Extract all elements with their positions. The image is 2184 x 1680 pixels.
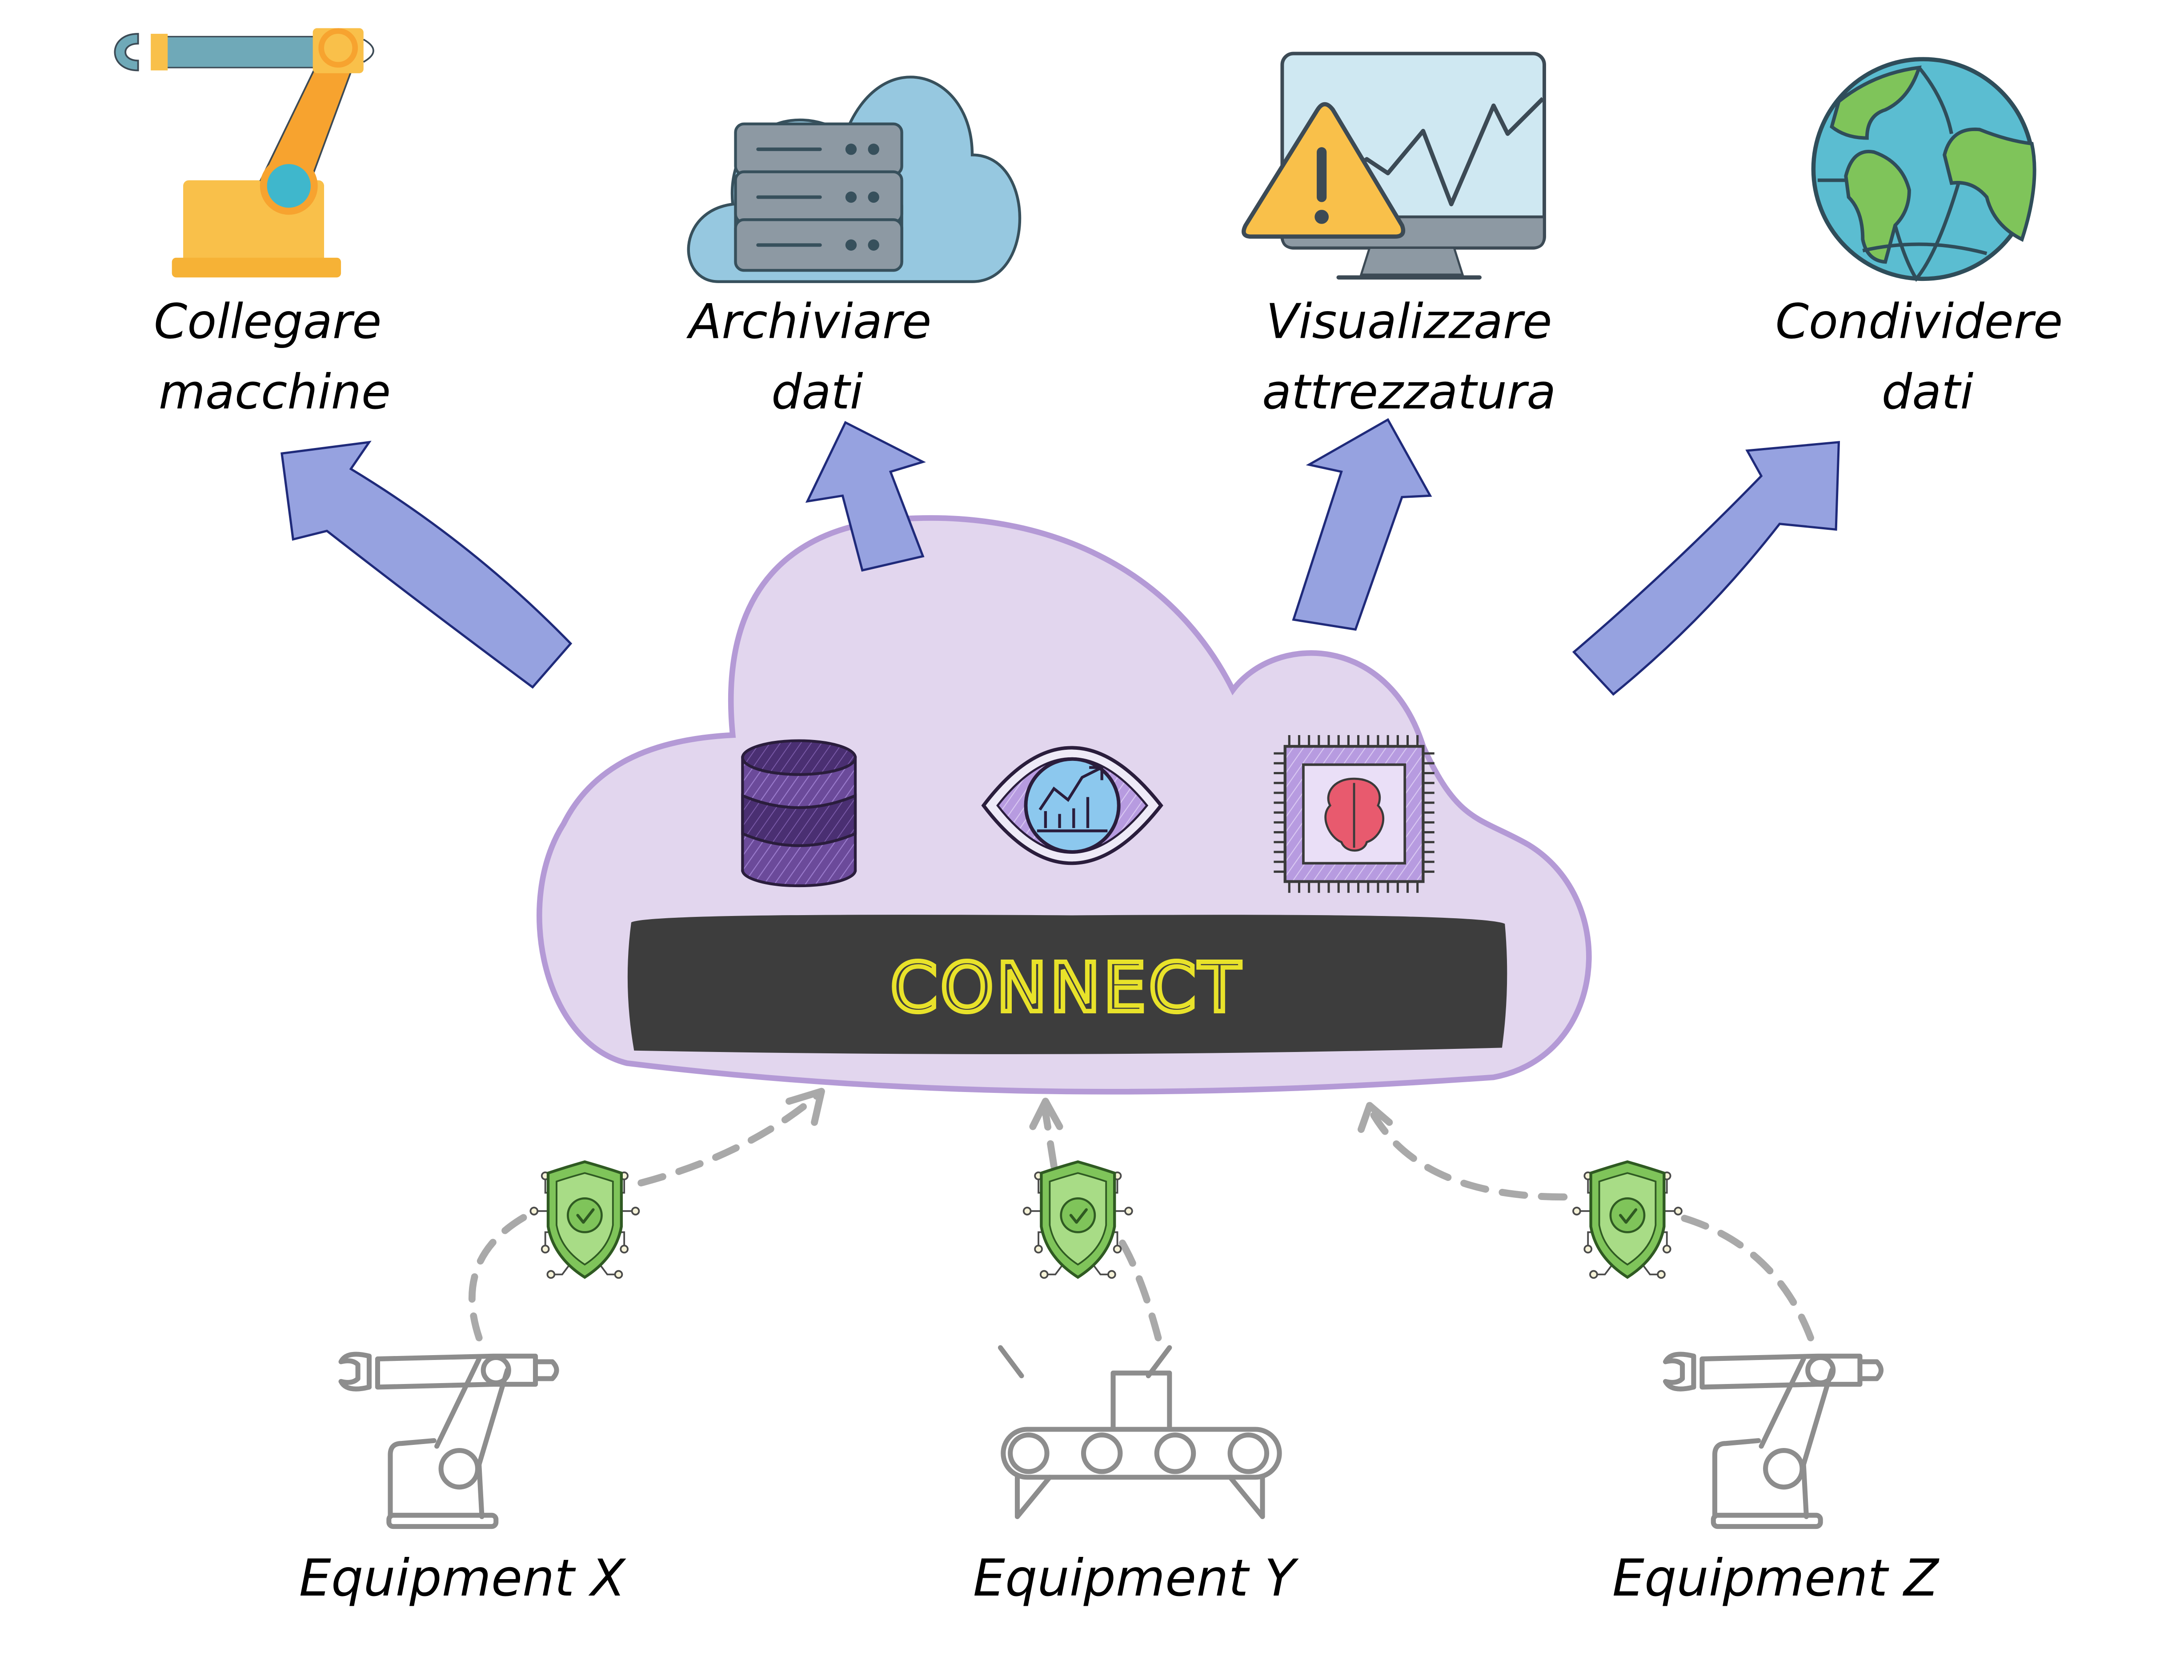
- output-label-line1: Collegare: [154, 294, 381, 349]
- equipment-label: Equipment Y: [973, 1548, 1299, 1608]
- monitor-warning-icon: [1242, 52, 1546, 280]
- flow-arrowhead-y: [1029, 1097, 1063, 1130]
- output-label-line1: Archiviare: [686, 294, 932, 349]
- shield-check-icon: [1573, 1162, 1682, 1278]
- flow-z-to-shield: [1680, 1214, 1814, 1341]
- shield-check-icon: [1024, 1162, 1132, 1278]
- arrow-to-connect-machines: [281, 440, 573, 689]
- output-label-line2: dati: [1882, 364, 1974, 420]
- database-icon: [741, 739, 857, 888]
- equipment-label: Equipment Z: [1612, 1548, 1940, 1608]
- conveyor-belt-icon: [998, 1345, 1282, 1520]
- robot-arm-icon: [114, 28, 374, 278]
- output-label-line2: dati: [771, 364, 863, 420]
- output-label-line2: attrezzatura: [1262, 364, 1556, 420]
- flow-shield-y-to-cloud: [1042, 1109, 1058, 1170]
- arrow-to-share-data: [1572, 441, 1840, 696]
- flow-arrowhead-x: [785, 1088, 825, 1126]
- ai-chip-brain-icon: [1274, 735, 1435, 893]
- arrow-to-archive-data: [805, 421, 926, 572]
- output-label-line1: Visualizzare: [1266, 294, 1552, 349]
- arrow-to-visualize-equipment: [1292, 418, 1432, 631]
- flow-x-to-shield: [468, 1207, 539, 1341]
- connect-platform-bar: CONNECT: [627, 915, 1507, 1054]
- robot-arm-outline-icon: [338, 1352, 559, 1529]
- flow-shield-x-to-cloud: [637, 1092, 821, 1187]
- flow-y-to-shield: [1116, 1236, 1162, 1341]
- flow-shield-z-to-cloud: [1370, 1112, 1568, 1201]
- output-label-line2: macchine: [159, 364, 391, 420]
- cloud-server-icon: [687, 76, 1022, 283]
- analytics-eye-icon: [981, 746, 1163, 865]
- globe-icon: [1811, 57, 2036, 282]
- connect-logo-text: CONNECT: [890, 948, 1243, 1027]
- output-label-line1: Condividere: [1775, 294, 2063, 349]
- robot-arm-outline-icon: [1666, 1354, 1881, 1527]
- flow-arrowhead-z: [1357, 1102, 1393, 1133]
- shield-check-icon: [529, 1160, 640, 1279]
- equipment-label: Equipment X: [299, 1548, 627, 1608]
